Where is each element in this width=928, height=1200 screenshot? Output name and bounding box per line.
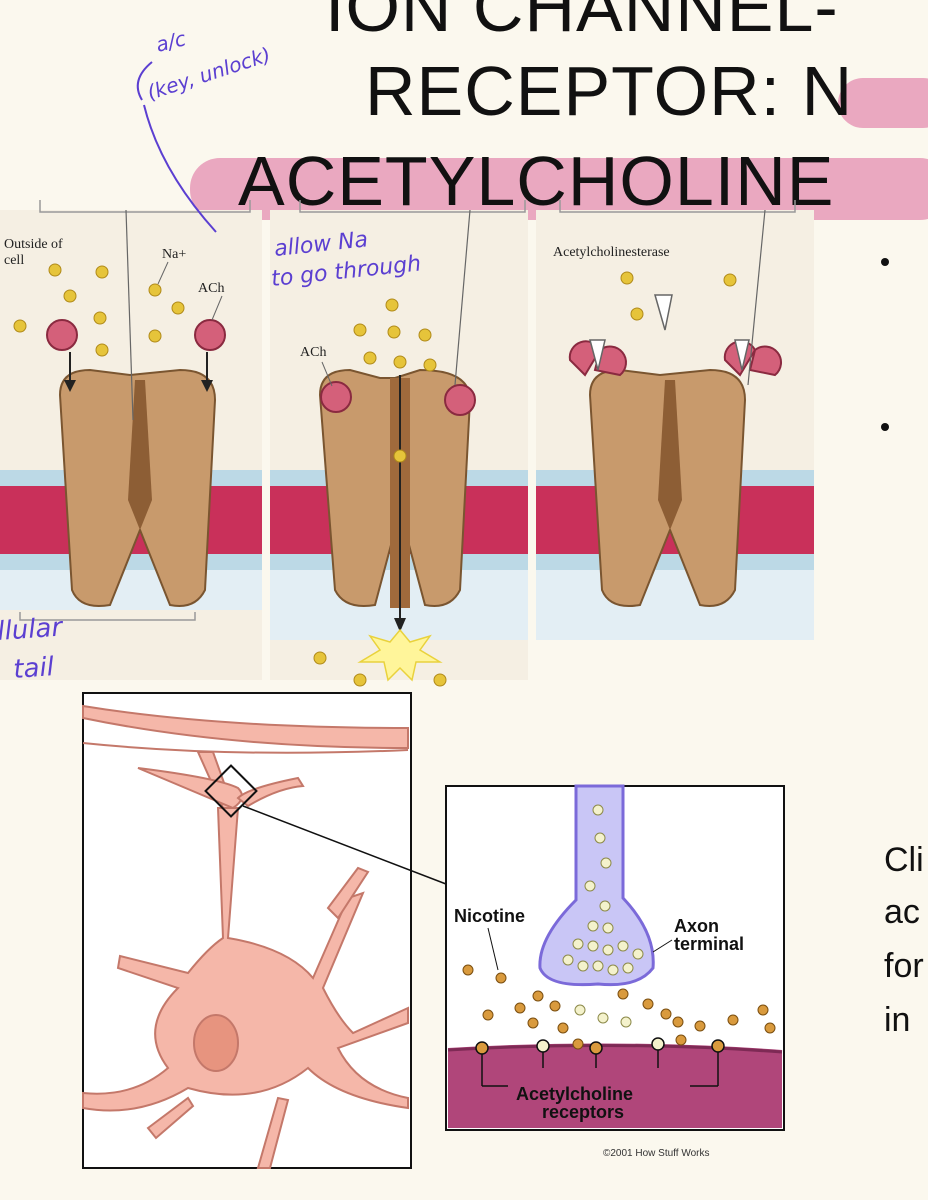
ach-molecule xyxy=(194,319,226,351)
label-axon: Axon xyxy=(674,916,719,936)
neuron-illustration xyxy=(82,704,409,1169)
label-acetylcholine: Acetylcholine xyxy=(516,1084,633,1104)
label-nicotine: Nicotine xyxy=(454,906,525,926)
postsynaptic-membrane xyxy=(448,1043,782,1128)
ach-fragment xyxy=(748,345,782,377)
title-line-3: ACETYLCHOLINE xyxy=(238,142,835,220)
bullet-1 xyxy=(881,258,889,266)
handwriting-note-3-line-2: tail xyxy=(12,652,55,685)
axon-terminal-shape xyxy=(538,784,655,987)
label-terminal: terminal xyxy=(674,934,744,954)
nicotine-molecules xyxy=(462,964,776,1052)
nicotine-figure: Nicotine Axon terminal Acetylcholine rec… xyxy=(82,692,785,1169)
label-na: Na+ xyxy=(162,247,186,262)
receptor-markers xyxy=(475,1037,725,1087)
label-ach-2: ACh xyxy=(300,345,326,360)
sodium-ions xyxy=(13,263,737,687)
copyright: ©2001 How Stuff Works xyxy=(603,1148,710,1159)
channel-closed xyxy=(58,368,217,607)
ach-fragment xyxy=(593,345,627,377)
title-highlight-1 xyxy=(838,78,928,128)
side-text-line-4: in xyxy=(884,1001,911,1039)
handwriting-note-3-line-1: llular xyxy=(0,612,65,647)
title-highlight-2 xyxy=(190,158,928,220)
handwriting-note-1-line-1: a/c xyxy=(153,26,188,57)
label-acetylcholinesterase: Acetylcholinesterase xyxy=(553,245,670,260)
ach-molecule-bound xyxy=(444,384,476,416)
side-text-line-2: ac xyxy=(884,893,920,931)
title-line-2: RECEPTOR: N xyxy=(365,52,854,130)
side-text-line-1: Cli xyxy=(884,841,924,879)
handwriting-note-1: a/c (key, unlock) xyxy=(136,26,273,233)
ach-molecule-bound xyxy=(320,381,352,413)
title-line-1: ION CHANNEL- xyxy=(325,0,839,46)
bullet-2 xyxy=(881,423,889,431)
channel-open xyxy=(318,368,472,608)
ach-molecule xyxy=(46,319,78,351)
vesicles xyxy=(562,804,644,1028)
side-text-line-3: for xyxy=(884,947,924,985)
label-outside-cell-1: Outside of xyxy=(4,237,63,252)
ion-burst xyxy=(357,628,443,682)
label-outside-cell-2: cell xyxy=(4,253,24,268)
ion-channel-figure: Outside of cell Na+ ACh ACh Acetylcholin… xyxy=(0,200,814,687)
label-ach-1: ACh xyxy=(198,281,224,296)
label-receptors: receptors xyxy=(542,1102,624,1122)
